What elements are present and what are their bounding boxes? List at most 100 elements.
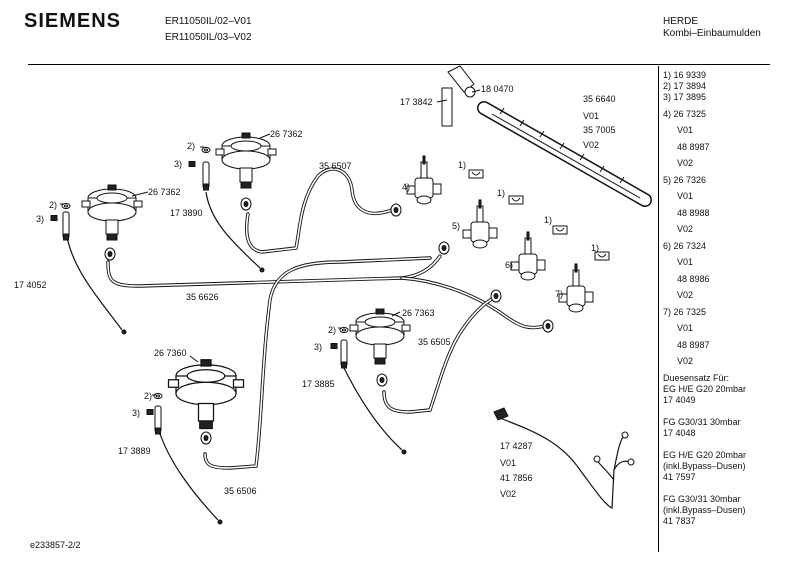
legend-row: 4) 26 7325 <box>663 108 707 119</box>
legend-row: 2) 17 3894 <box>663 81 707 91</box>
ref-2: 2) <box>328 325 336 335</box>
legend-row: V02 <box>677 356 694 366</box>
label-v02: V02 <box>583 140 599 150</box>
ref-2: 2) <box>187 141 195 151</box>
gas-valve-5 <box>462 199 498 249</box>
igniter-plug <box>340 339 348 369</box>
duesensatz-line: (inkl.Bypass–Dusen) <box>663 460 746 471</box>
label-357005: 35 7005 <box>583 125 616 135</box>
label-356640: 35 6640 <box>583 94 616 104</box>
valve-cap <box>468 169 484 179</box>
label-417856: 41 7856 <box>500 473 533 483</box>
legend-row: V01 <box>677 125 694 135</box>
ref-6: 6) <box>505 260 513 270</box>
ref-3: 3) <box>132 408 140 418</box>
burner-267363 <box>349 308 411 365</box>
thermocouple-wire-174052 <box>65 231 123 331</box>
legend-row: 7) 26 7325 <box>663 306 707 317</box>
legend-row: V01 <box>677 257 694 267</box>
label-174287: 17 4287 <box>500 441 533 451</box>
legend-row: 48 8986 <box>677 273 710 284</box>
leader-lines <box>60 89 481 396</box>
legend-row: V02 <box>677 290 694 300</box>
ref-3: 3) <box>36 214 44 224</box>
label-174052: 17 4052 <box>14 280 47 290</box>
ref-2: 2) <box>144 391 152 401</box>
igniter-plug <box>154 405 162 435</box>
ref-5: 5) <box>452 221 460 231</box>
legend-row: 6) 26 7324 <box>663 240 707 251</box>
category-title: HERDE <box>663 16 699 27</box>
ref-7: 7) <box>555 289 563 299</box>
duesensatz-title: Duesensatz Für: <box>663 372 730 383</box>
ref-4: 4) <box>402 182 410 192</box>
ref-3: 3) <box>314 342 322 352</box>
label-173890: 17 3890 <box>170 208 203 218</box>
burner-267362-left <box>81 184 143 241</box>
valve-cap <box>508 195 524 205</box>
thermocouple-wire-173885 <box>343 367 403 451</box>
legend-row: 3) 17 3895 <box>663 92 707 102</box>
clip-part <box>330 343 338 349</box>
label-267363: 26 7363 <box>402 308 435 318</box>
label-173842: 17 3842 <box>400 97 433 107</box>
rail-elbow-fitting <box>441 65 476 127</box>
duesensatz-line: (inkl.Bypass–Dusen) <box>663 504 746 515</box>
clip-part <box>188 161 196 167</box>
header-divider <box>28 64 770 65</box>
gas-supply-rail <box>477 101 652 207</box>
ref-3: 3) <box>174 159 182 169</box>
valve-cap <box>594 251 610 261</box>
label-356507: 35 6507 <box>319 161 352 171</box>
gas-tube-356507 <box>244 167 394 254</box>
model-number-2: ER11050IL/03–V02 <box>165 32 252 43</box>
legend-row: V01 <box>677 191 694 201</box>
category-subtitle: Kombi–Einbaumulden <box>663 28 761 39</box>
legend-row: 48 8987 <box>677 141 710 152</box>
label-267362: 26 7362 <box>148 187 181 197</box>
label-173889: 17 3889 <box>118 446 151 456</box>
legend-row: 48 8987 <box>677 339 710 350</box>
duesensatz-line: 41 7837 <box>663 515 696 526</box>
model-number-1: ER11050IL/02–V01 <box>165 16 252 27</box>
duesensatz-line: 17 4048 <box>663 427 696 438</box>
clip-part <box>146 409 154 415</box>
label-v02: V02 <box>500 489 516 499</box>
label-356626: 35 6626 <box>186 292 219 302</box>
igniter-plug <box>62 211 70 241</box>
thermocouple-wire-173890 <box>205 191 261 269</box>
legend-row: 5) 26 7326 <box>663 174 707 185</box>
washer-part <box>201 146 211 154</box>
duesensatz-line: EG H/E G20 20mbar <box>663 383 747 394</box>
label-356506: 35 6506 <box>224 486 257 496</box>
gas-tube-356506 <box>203 256 432 470</box>
label-356505: 35 6505 <box>418 337 451 347</box>
label-173885: 17 3885 <box>302 379 335 389</box>
part-labels: 17 3842 18 0470 35 6640 V01 35 7005 V02 … <box>14 84 616 499</box>
legend-row: 1) 16 9339 <box>663 70 707 80</box>
burner-267360 <box>167 359 245 430</box>
label-267362: 26 7362 <box>270 129 303 139</box>
duesensatz-line: 41 7597 <box>663 471 696 482</box>
duesensatz-line: FG G30/31 30mbar <box>663 416 741 427</box>
brand-logo: SIEMENS <box>24 10 122 32</box>
valve-cap <box>552 225 568 235</box>
duesensatz-line: EG H/E G20 20mbar <box>663 449 747 460</box>
thermocouple-wire-173889 <box>157 427 219 521</box>
ref-2: 2) <box>49 200 57 210</box>
label-v01: V01 <box>583 111 599 121</box>
ref-1: 1) <box>497 188 505 198</box>
gas-valve-4 <box>406 155 442 205</box>
igniter-plug <box>202 161 210 191</box>
duesensatz-line: 17 4049 <box>663 394 696 405</box>
legend-row: 48 8988 <box>677 207 710 218</box>
parts-legend: 1) 16 9339 2) 17 3894 3) 17 3895 4) 26 7… <box>663 70 793 527</box>
duesensatz-line: FG G30/31 30mbar <box>663 493 741 504</box>
label-267360: 26 7360 <box>154 348 187 358</box>
legend-row: V01 <box>677 323 694 333</box>
ref-1: 1) <box>458 160 466 170</box>
thermocouple-tips <box>121 267 407 525</box>
gas-valve-7 <box>558 263 594 313</box>
legend-divider <box>658 66 659 552</box>
